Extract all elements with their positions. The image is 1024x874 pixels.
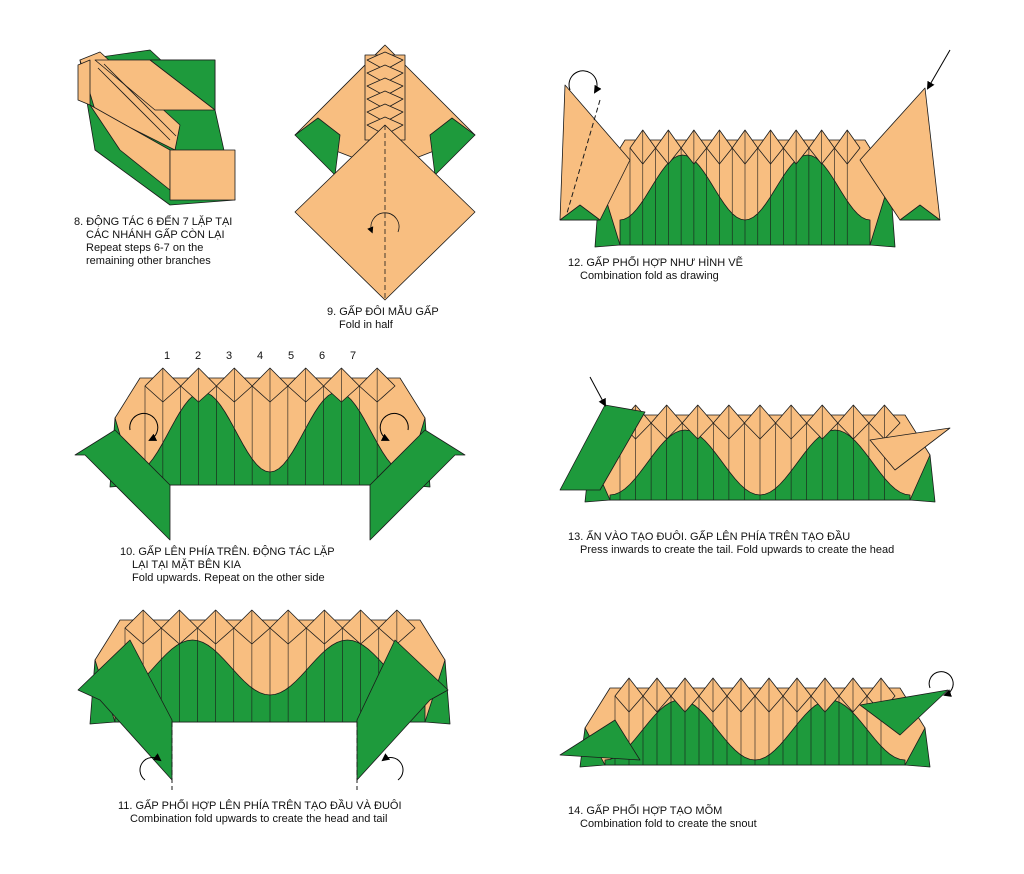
step-11-left-arrow-icon [139,753,162,781]
fold-line [564,99,601,221]
step-13-caption: 13. ẤN VÀO TẠO ĐUÔI. GẤP LÊN PHÍA TRÊN T… [568,531,894,557]
step-14-en-line1: Combination fold to create the snout [580,818,757,830]
step-8-vn-line2: CÁC NHÁNH GẤP CÒN LẠI [86,229,225,241]
step-14-tail [559,719,641,761]
step-8-en-line1: Repeat steps 6-7 on the [86,242,204,254]
step-10-caption: 10. GẤP LÊN PHÍA TRÊN. ĐỘNG TÁC LẶP LẠI … [120,546,335,585]
base-flap [899,204,941,221]
base-flap [559,204,601,221]
step-14-vn-line1: 14. GẤP PHỐI HỢP TẠO MÕM [568,805,723,817]
step-9-crimp [366,51,404,71]
step-14-caption: 14. GẤP PHỐI HỢP TẠO MÕM Combination fol… [568,805,757,831]
step-12-push-arrow-icon [926,49,951,90]
pleat-label: 3 [226,350,233,362]
step-13-en-line1: Press inwards to create the tail. Fold u… [580,544,895,556]
step-13-tail [559,404,646,491]
step-11-vn-line1: 11. GẤP PHỐI HỢP LÊN PHÍA TRÊN TẠO ĐẦU V… [118,800,402,812]
step-11-caption: 11. GẤP PHỐI HỢP LÊN PHÍA TRÊN TẠO ĐẦU V… [118,800,402,826]
step-14-diagram [559,677,949,768]
step-11-en-line1: Combination fold upwards to create the h… [130,813,388,825]
body-green-pleats [609,429,911,501]
step-9-crimp [366,64,404,84]
base-flap [904,727,931,768]
step-9-en-line1: Fold in half [339,319,393,331]
step-10-diagram [74,367,466,541]
pleat-label: 7 [350,350,357,362]
step-10-right-arrow-icon [379,412,409,441]
pleat-label: 2 [195,350,202,362]
step-9-caption: 9. GẤP ĐÔI MẪU GẤP Fold in half [327,306,439,332]
body-green-pleats [604,699,906,766]
step-11-right-arrow-icon [381,753,404,781]
fold-arrows [129,49,954,781]
step-12-en-line1: Combination fold as drawing [580,270,719,282]
step-14-snout [859,689,949,736]
pleat-label: 1 [164,350,171,362]
step-11-diagram [77,609,451,790]
base-flap [909,454,936,503]
step-13-vn-line1: 13. ẤN VÀO TẠO ĐUÔI. GẤP LÊN PHÍA TRÊN T… [568,531,851,543]
step-8-en-line2: remaining other branches [86,255,211,267]
step-9-vn-line1: 9. GẤP ĐÔI MẪU GẤP [327,306,439,318]
step-9-crimp [366,77,404,97]
step-8-vn-line1: 8. ĐỘNG TÁC 6 ĐẾN 7 LẶP TẠI [74,216,233,228]
step-13-head [869,427,951,471]
pleat-label: 4 [257,350,264,362]
step-10-right-flap [369,429,466,541]
step-13-diagram [559,404,951,503]
step-8-caption: 8. ĐỘNG TÁC 6 ĐẾN 7 LẶP TẠI CÁC NHÁNH GẤ… [74,216,232,268]
body-green-pleats [134,391,406,486]
step-9-crimp [366,103,404,123]
step-9-crimp [366,90,404,110]
step-12-diagram [559,84,941,248]
step-8-diagram [77,49,236,206]
step-10-left-flap [74,429,171,541]
step-14-turn-arrow-icon [928,671,954,697]
step-10-vn-line1: 10. GẤP LÊN PHÍA TRÊN. ĐỘNG TÁC LẶP [120,546,335,558]
step-9-diagram [294,44,476,301]
pleat-label: 5 [288,350,295,362]
step-10-vn-line2: LẠI TẠI MẶT BÊN KIA [132,559,242,571]
step-10-en-line1: Fold upwards. Repeat on the other side [132,572,325,584]
body-green-pleats [619,154,871,246]
step-12-vn-line1: 12. GẤP PHỐI HỢP NHƯ HÌNH VẼ [568,257,743,269]
step-12-turn-arrow-icon [568,70,602,94]
step-12-caption: 12. GẤP PHỐI HỢP NHƯ HÌNH VẼ Combination… [568,257,743,283]
step-13-push-arrow-icon [589,376,606,407]
pleat-label: 6 [319,350,326,362]
step-10-left-arrow-icon [129,412,159,441]
